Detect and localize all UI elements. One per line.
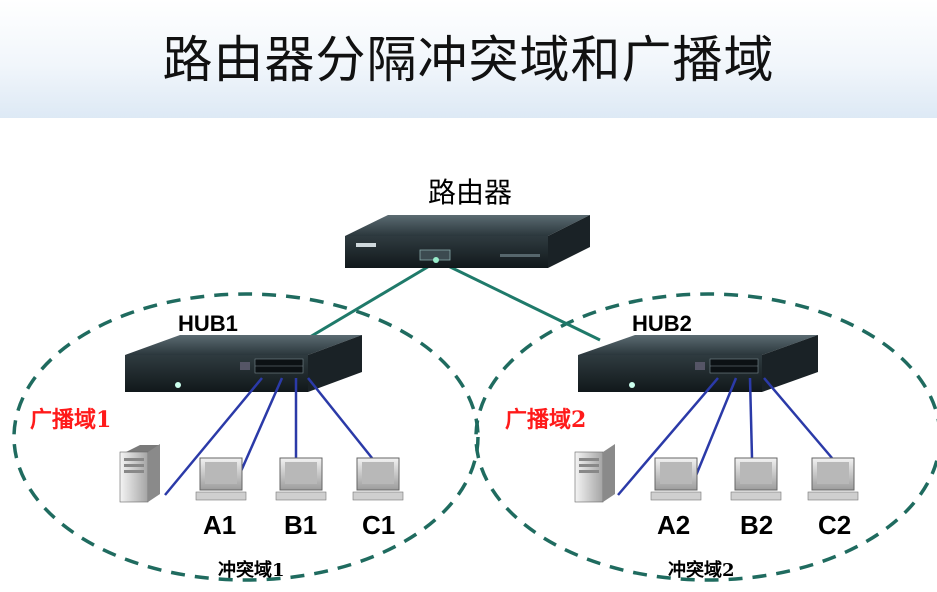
workstation-b1 <box>275 457 327 501</box>
hub2-server-link <box>617 377 719 496</box>
router-device <box>345 215 590 268</box>
page-title: 路由器分隔冲突域和广播域 <box>162 31 775 89</box>
workstation-b2 <box>730 457 782 501</box>
host-a1-label: A1 <box>203 510 237 540</box>
broadcast-domain-2-label: 广播域2 <box>505 407 587 433</box>
host-a2-label: A2 <box>657 510 691 540</box>
server-2 <box>574 444 615 503</box>
hub1-server-link <box>164 377 263 496</box>
workstation-c2 <box>807 457 859 501</box>
hub2-device <box>578 335 818 392</box>
broadcast-domain-1-label: 广播域1 <box>30 407 112 433</box>
hub2-label: HUB2 <box>632 311 692 336</box>
hub1-c1-link <box>307 377 373 459</box>
broadcast-domain-2-boundary <box>474 292 937 582</box>
workstation-a1 <box>195 457 247 501</box>
hub2-b2-link <box>748 377 754 459</box>
hub1-device <box>125 335 362 392</box>
hub1-label: HUB1 <box>178 311 238 336</box>
collision-domain-1-label: 冲突域1 <box>218 560 285 581</box>
hub2-a2-link <box>693 377 738 479</box>
host-c2-label: C2 <box>818 510 852 540</box>
router-hub2-link <box>439 260 601 342</box>
hub2-c2-link <box>763 377 833 459</box>
host-c1-label: C1 <box>362 510 396 540</box>
title-banner <box>0 0 937 118</box>
host-b1-label: B1 <box>284 510 318 540</box>
hub1-a1-link <box>236 377 284 479</box>
workstation-a2 <box>650 457 702 501</box>
host-b2-label: B2 <box>740 510 774 540</box>
collision-domain-2-label: 冲突域2 <box>668 560 735 581</box>
router-label: 路由器 <box>428 176 513 209</box>
broadcast-domain-1-boundary <box>12 292 480 582</box>
server-1 <box>119 444 160 503</box>
workstation-c1 <box>352 457 404 501</box>
